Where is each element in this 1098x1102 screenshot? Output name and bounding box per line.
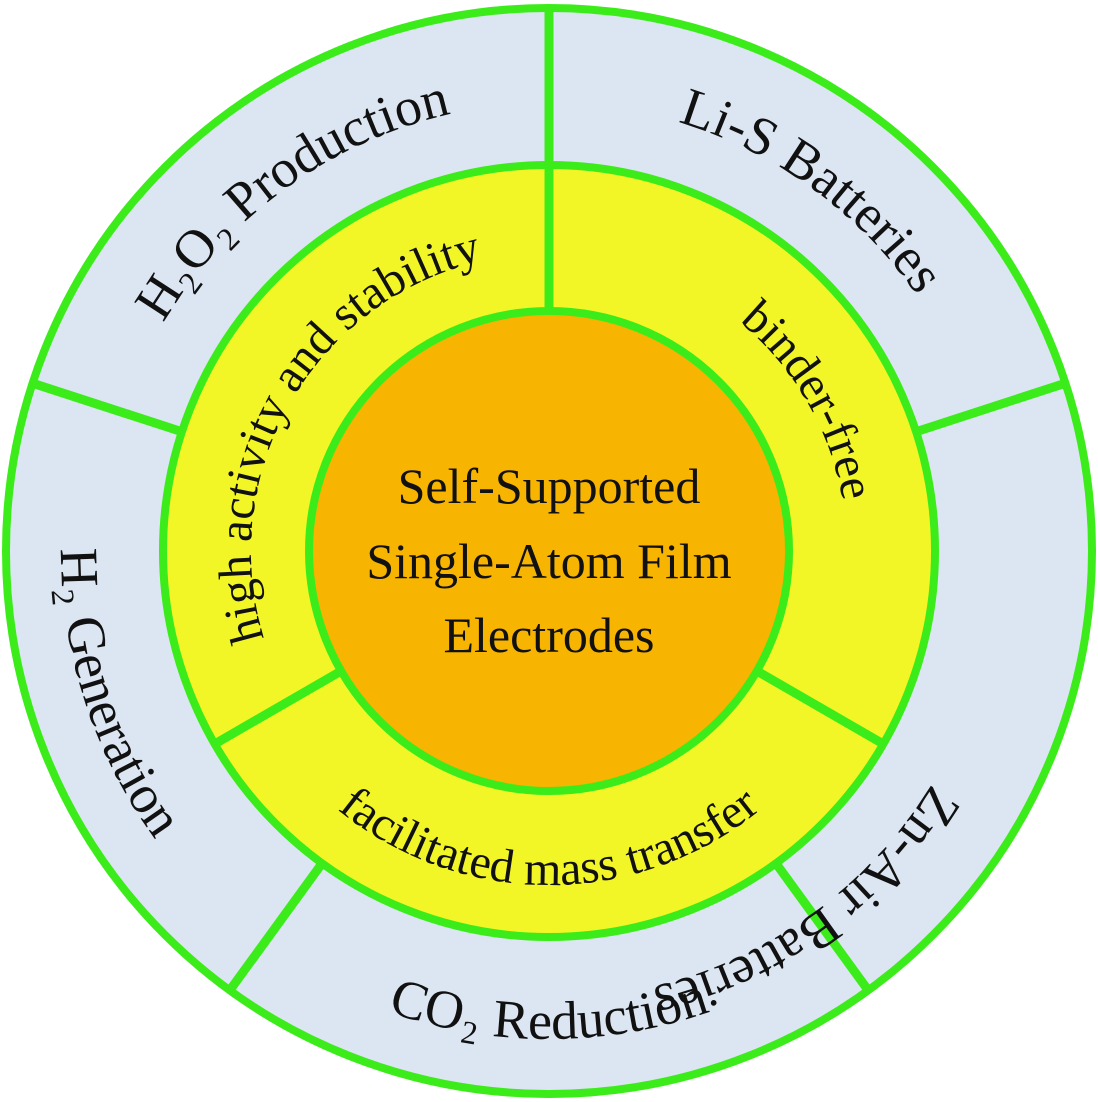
- section-dividers: [29, 6, 1069, 995]
- outer-divider: [29, 378, 184, 436]
- center-title-line-3: Electrodes: [443, 607, 654, 663]
- outer-divider: [225, 860, 326, 995]
- center-circle: [305, 307, 793, 795]
- inner-divider: [212, 667, 344, 748]
- outer-divider: [914, 378, 1069, 436]
- center-title-line-1: Self-Supported: [398, 458, 701, 514]
- center-title-line-2: Single-Atom Film: [366, 533, 731, 589]
- outer-divider: [772, 860, 873, 995]
- inner-divider: [754, 667, 886, 748]
